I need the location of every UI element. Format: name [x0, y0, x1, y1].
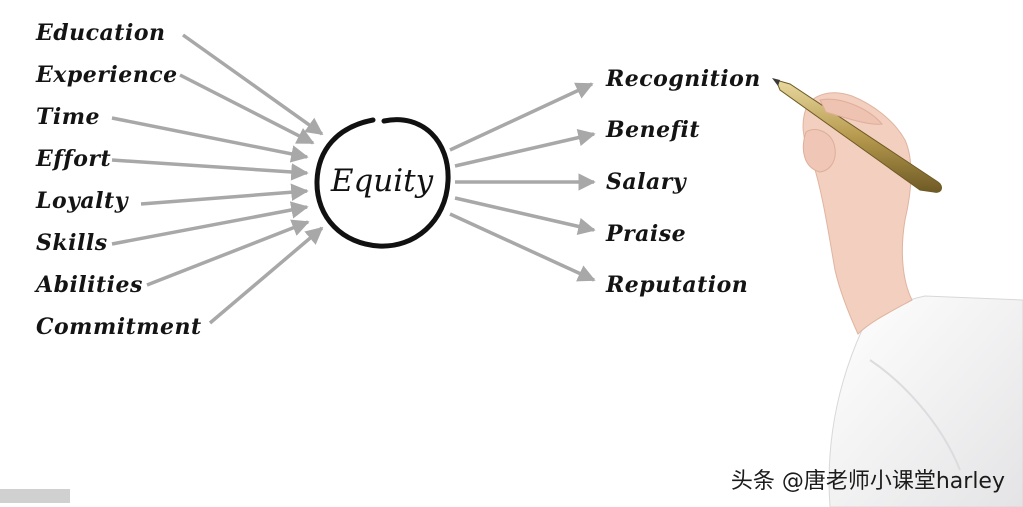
output-label-praise: Praise — [605, 221, 686, 247]
output-label-reputation: Reputation — [605, 272, 748, 298]
input-label-loyalty: Loyalty — [35, 188, 130, 214]
input-arrow-loyalty — [140, 183, 309, 206]
output-label-recognition: Recognition — [605, 66, 761, 92]
input-label-skills: Skills — [36, 230, 108, 256]
output-arrow-praise — [454, 196, 596, 235]
corner-watermark-mark — [0, 489, 70, 503]
input-arrow-skills — [111, 201, 309, 246]
output-arrow-recognition — [449, 82, 594, 152]
center-circle — [314, 117, 451, 249]
watermark-text: 头条 @唐老师小课堂harley — [730, 469, 1005, 494]
input-label-commitment: Commitment — [36, 314, 202, 340]
sleeve-fold — [869, 359, 961, 471]
output-arrow-benefit — [454, 129, 596, 168]
arrows-layer — [111, 33, 596, 325]
hand-with-pen-illustration — [772, 78, 1023, 507]
output-label-benefit: Benefit — [605, 117, 700, 143]
center-label: Equity — [330, 163, 434, 199]
output-label-salary: Salary — [606, 169, 688, 195]
finger-over-pen — [819, 98, 883, 125]
center-node: Equity — [314, 117, 451, 249]
pen-shape — [775, 79, 942, 193]
output-arrow-reputation — [449, 212, 596, 282]
labels-layer: EducationExperienceTimeEffortLoyaltySkil… — [34, 20, 761, 340]
input-label-education: Education — [35, 20, 166, 46]
input-arrow-abilities — [146, 219, 310, 287]
input-label-abilities: Abilities — [34, 272, 143, 298]
input-label-experience: Experience — [35, 62, 178, 88]
input-label-time: Time — [36, 104, 100, 130]
input-arrow-experience — [179, 73, 315, 145]
thumb-shape — [802, 129, 836, 173]
pen-tip — [772, 78, 780, 86]
input-arrow-commitment — [208, 226, 324, 325]
input-label-effort: Effort — [35, 146, 111, 172]
input-arrow-education — [181, 33, 324, 136]
input-arrow-time — [111, 116, 309, 163]
input-arrow-effort — [111, 158, 309, 181]
